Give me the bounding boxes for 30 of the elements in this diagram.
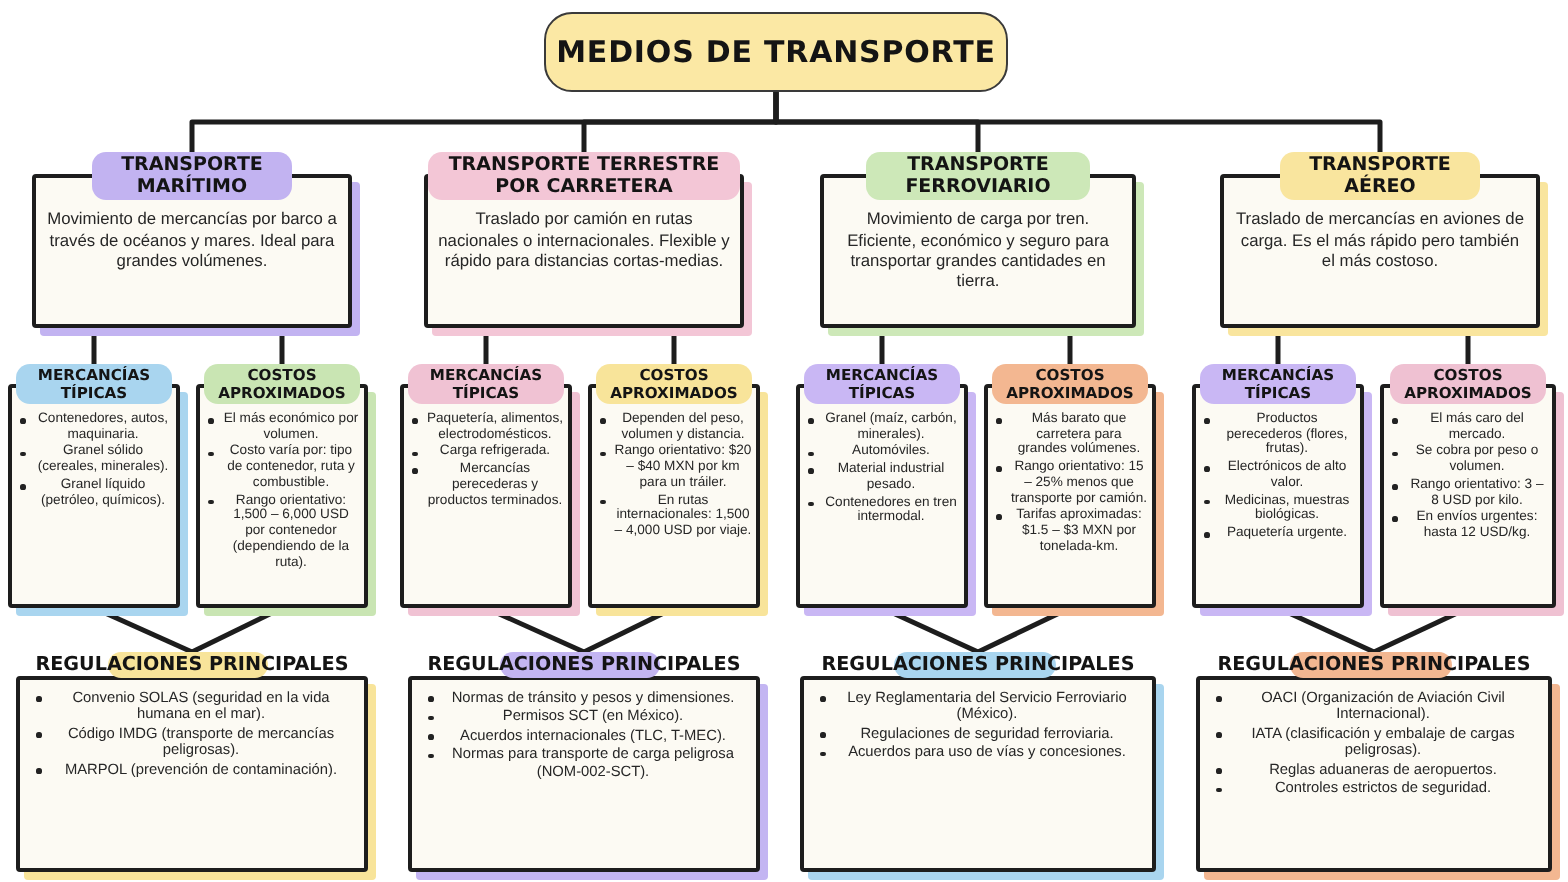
- section-heading: REGULACIONES PRINCIPALES: [424, 652, 744, 678]
- description-text: Traslado de mercancías en aviones de carga. Es el más rápido pero también el más costoso.: [1234, 208, 1526, 270]
- info-card: [1192, 364, 1364, 608]
- section-heading: REGULACIONES PRINCIPALES: [1212, 652, 1536, 678]
- description-text: Movimiento de carga por tren. Eficiente, económico y seguro para transportar grandes cantidades en tierra.: [845, 208, 1111, 291]
- connector-line: [773, 92, 1383, 152]
- info-card: [400, 364, 572, 608]
- section-heading: REGULACIONES PRINCIPALES: [816, 652, 1140, 678]
- info-card: [984, 364, 1156, 608]
- title-banner: MEDIOS DE TRANSPORTE: [544, 12, 1008, 92]
- regulations-card: [16, 652, 368, 872]
- card-heading: TRANSPORTE AÉREO: [1280, 152, 1480, 201]
- transport-card: [1220, 152, 1540, 328]
- transport-card: [424, 152, 744, 328]
- card-heading: TRANSPORTE TERRESTRE POR CARRETERA: [428, 152, 740, 201]
- regulations-card: [408, 652, 760, 872]
- info-card: [588, 364, 760, 608]
- regulations-card: [1196, 652, 1552, 872]
- card-heading: TRANSPORTE FERROVIARIO: [866, 152, 1090, 201]
- info-card: [196, 364, 368, 608]
- transport-card: [32, 152, 352, 328]
- card-heading: TRANSPORTE MARÍTIMO: [92, 152, 292, 201]
- transport-card: [820, 152, 1136, 328]
- info-card: [796, 364, 968, 608]
- description-text: Movimiento de mercancías por barco a través de océanos y mares. Ideal para grandes volúmenes.: [46, 208, 338, 270]
- info-card: [1380, 364, 1556, 608]
- regulations-card: [800, 652, 1156, 872]
- info-card: [8, 364, 180, 608]
- description-text: Traslado por camión en rutas nacionales o internacionales. Flexible y rápido para distancias cortas-medias.: [438, 208, 730, 270]
- section-heading: REGULACIONES PRINCIPALES: [32, 652, 352, 678]
